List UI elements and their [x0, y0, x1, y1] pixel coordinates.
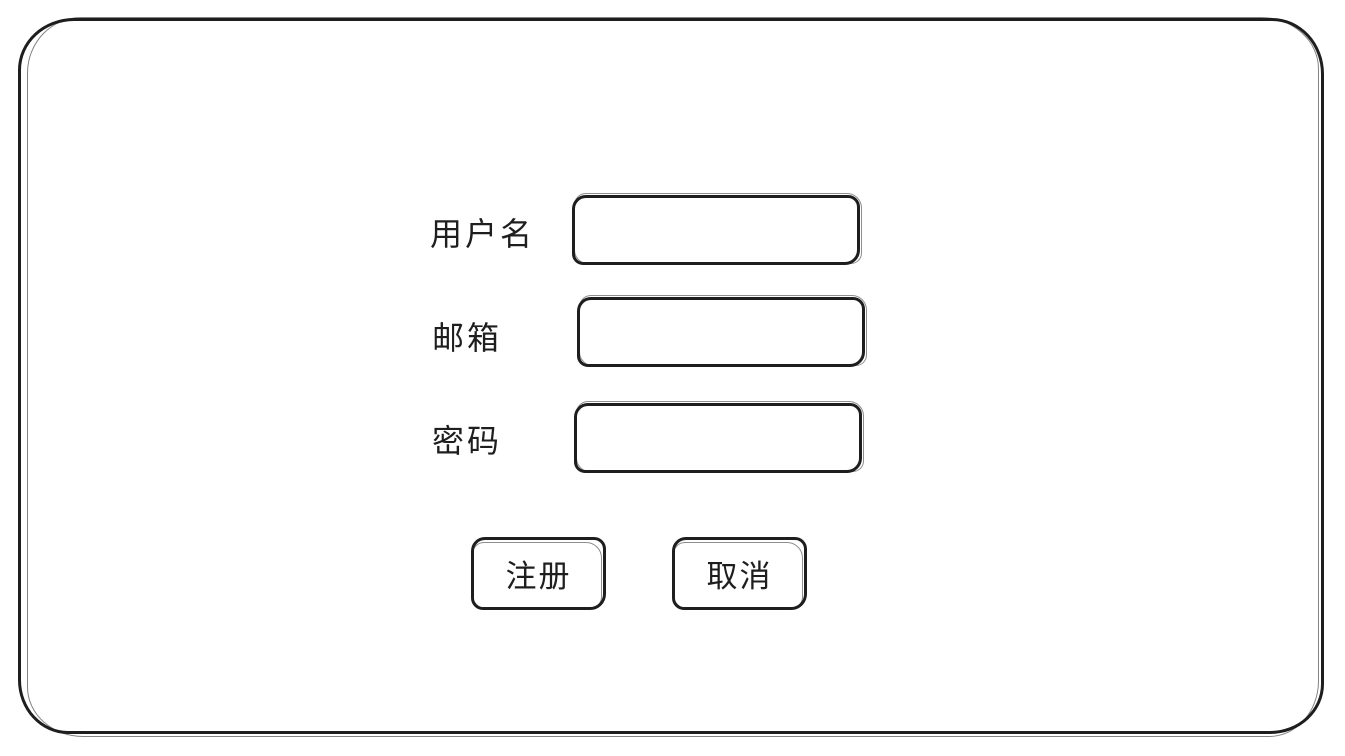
email-label: 邮箱	[432, 319, 503, 357]
password-field-wrapper	[574, 401, 864, 473]
cancel-button[interactable]: 取消	[672, 537, 807, 610]
window-frame	[18, 17, 1324, 737]
username-field-wrapper	[572, 193, 862, 265]
email-field-wrapper	[577, 295, 867, 367]
password-input[interactable]	[574, 403, 862, 473]
password-label: 密码	[432, 422, 503, 460]
username-label: 用户名	[430, 215, 536, 253]
register-button[interactable]: 注册	[471, 537, 606, 610]
email-input[interactable]	[577, 297, 865, 367]
username-input[interactable]	[572, 195, 860, 265]
